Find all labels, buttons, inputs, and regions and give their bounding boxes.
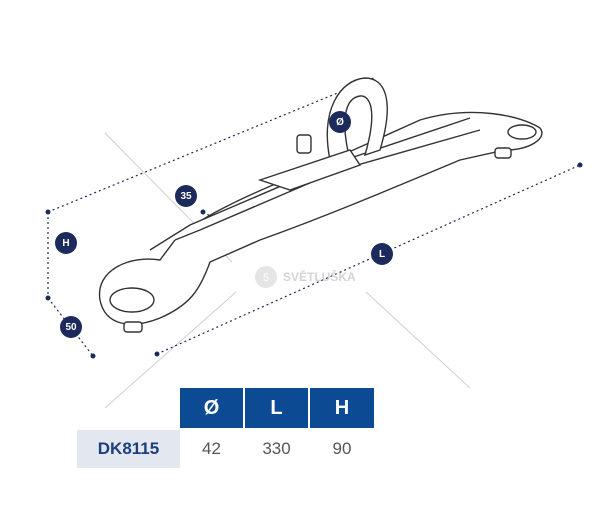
height-badge: H (55, 232, 77, 254)
clamp-body (98, 77, 543, 333)
value-height: 90 (332, 439, 352, 458)
header-height: H (310, 388, 374, 428)
value-diameter: 42 (202, 439, 221, 458)
product-code: DK8115 (77, 430, 180, 468)
value-length: 330 (262, 439, 291, 458)
header-length: L (245, 388, 308, 428)
top-width-badge: 35 (175, 185, 197, 207)
svg-text:SVĚTLUŠKA: SVĚTLUŠKA (283, 269, 356, 284)
length-badge: L (371, 243, 393, 265)
bottom-width-badge: 50 (60, 316, 82, 338)
header-diameter: Ø (180, 388, 243, 428)
diameter-badge: Ø (329, 111, 351, 133)
svg-text:5: 5 (263, 272, 269, 284)
watermark: 5 SVĚTLUŠKA (255, 266, 356, 288)
